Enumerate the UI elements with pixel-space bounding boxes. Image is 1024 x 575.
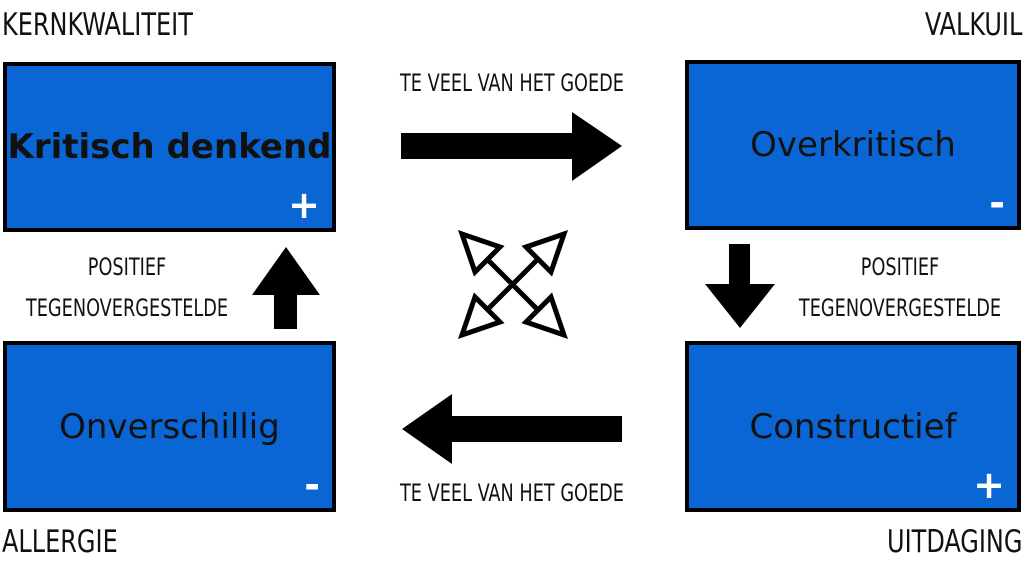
relation-right-line2: TEGENOVERGESTELDE <box>798 294 1002 322</box>
box-valkuil-name: Overkritisch <box>750 125 956 165</box>
arrow-left-icon <box>402 394 622 464</box>
label-uitdaging: UITDAGING <box>886 524 1022 560</box>
relation-left-line2: TEGENOVERGESTELDE <box>25 294 229 322</box>
label-allergie: ALLERGIE <box>2 524 118 560</box>
minus-sign: - <box>304 463 320 507</box>
relation-top-text: TE VEEL VAN HET GOEDE <box>399 69 625 97</box>
label-kernkwaliteit: KERNKWALITEIT <box>2 7 193 43</box>
box-uitdaging-name: Constructief <box>749 406 957 447</box>
box-allergie: Onverschillig - <box>3 341 336 512</box>
minus-sign: - <box>989 181 1005 225</box>
arrow-down-icon <box>705 244 775 328</box>
box-uitdaging: Constructief + <box>685 341 1021 512</box>
plus-sign: + <box>288 183 320 227</box>
box-kernkwaliteit: Kritisch denkend + <box>3 62 336 232</box>
box-allergie-name: Onverschillig <box>59 406 280 447</box>
relation-bottom-text: TE VEEL VAN HET GOEDE <box>399 479 625 507</box>
relation-left-line1: POSITIEF <box>87 253 167 281</box>
arrow-up-icon <box>252 247 320 329</box>
label-valkuil: VALKUIL <box>924 7 1022 43</box>
plus-sign: + <box>973 463 1005 507</box>
arrow-right-icon <box>401 112 622 181</box>
cross-arrows-icon <box>457 229 569 340</box>
box-kernkwaliteit-name: Kritisch denkend <box>7 127 332 167</box>
box-valkuil: Overkritisch - <box>685 60 1021 230</box>
relation-right-line1: POSITIEF <box>860 253 940 281</box>
